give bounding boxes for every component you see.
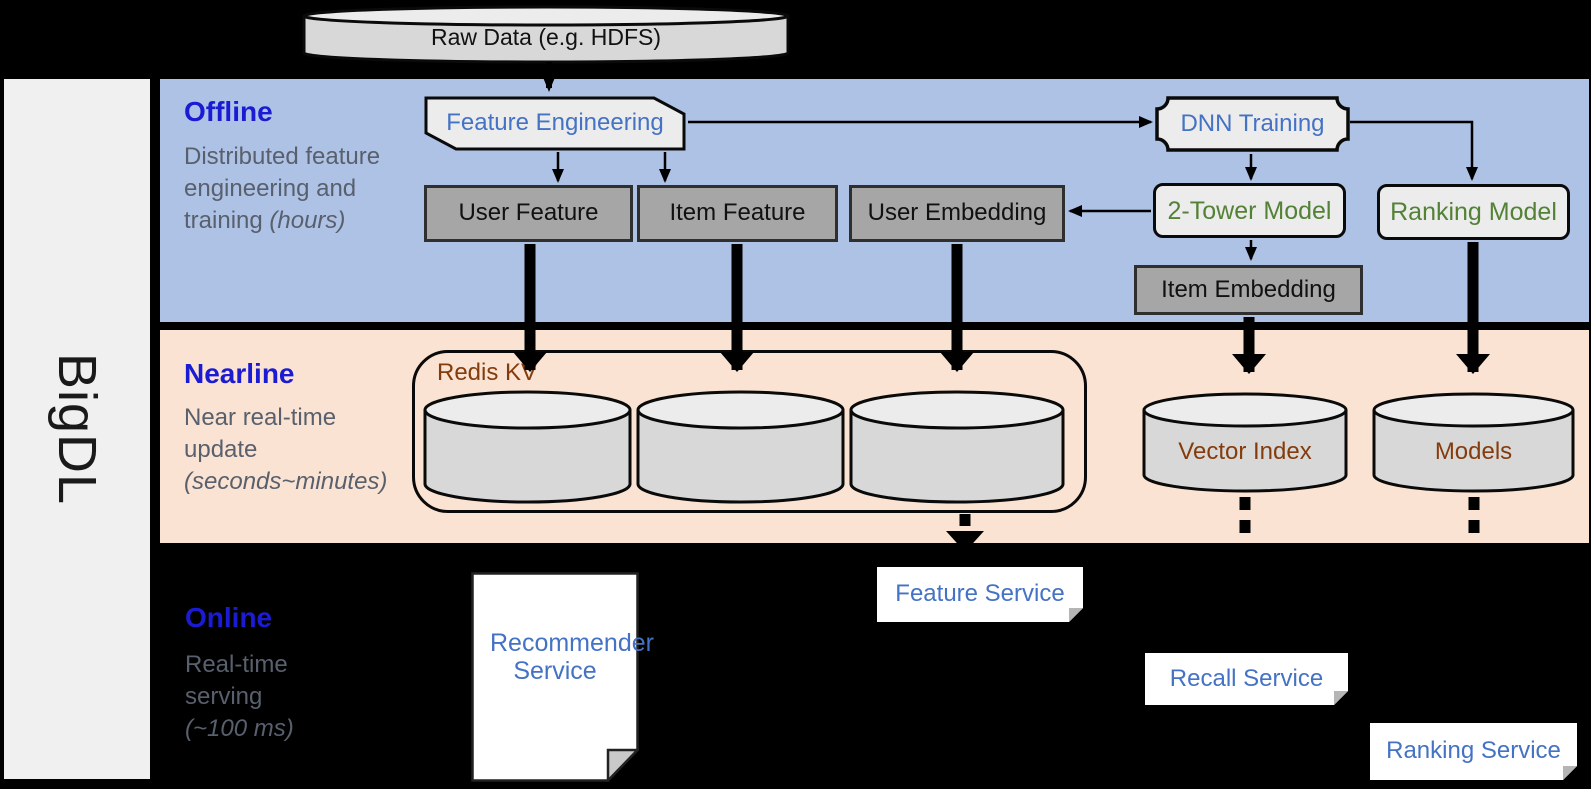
- item-embedding-node: Item Embedding: [1134, 265, 1363, 315]
- bigdl-label: BigDL: [47, 352, 108, 506]
- models-store: Models: [1372, 392, 1575, 495]
- user-embedding-label: User Embedding: [867, 199, 1047, 227]
- ranking-service-node: Ranking Service: [1370, 723, 1577, 780]
- bigdl-sidebar: BigDL: [4, 79, 150, 779]
- cylinder-shape: [1372, 392, 1575, 493]
- document-shape: [471, 572, 639, 782]
- feature-engineering-label: Feature Engineering: [446, 109, 664, 137]
- user-feature-label: User Feature: [458, 199, 599, 227]
- offline-desc-text: Distributed feature engineering and trai…: [184, 143, 381, 234]
- dnn-training-node: DNN Training: [1155, 96, 1350, 152]
- note-shape: [1370, 723, 1577, 780]
- offline-description: Distributed feature engineering and trai…: [184, 141, 384, 237]
- models-label: Models: [1434, 438, 1513, 466]
- raw-data-store: Raw Data (e.g. HDFS): [302, 5, 790, 64]
- item-feature-node: Item Feature: [637, 185, 838, 242]
- plaque-shape: [1155, 96, 1350, 152]
- cylinder-shape: [1142, 392, 1348, 493]
- ranking-model-label: Ranking Model: [1390, 198, 1557, 226]
- feature-service-label: Feature Service: [895, 580, 1065, 608]
- cylinder-shape: [423, 390, 632, 504]
- snip-corner-shape: [424, 96, 686, 151]
- online-desc-italic: (~100 ms): [185, 714, 294, 742]
- nearline-title: Nearline: [184, 358, 295, 389]
- redis-kv-label: Redis KV: [437, 359, 538, 386]
- note-shape: [877, 567, 1083, 622]
- cylinder-shape: [849, 390, 1065, 504]
- cylinder-shape: [302, 5, 790, 64]
- cylinder-shape: [636, 390, 845, 504]
- note-shape: [1145, 653, 1348, 705]
- raw-data-label: Raw Data (e.g. HDFS): [430, 23, 662, 50]
- online-title: Online: [185, 602, 273, 633]
- nearline-desc-italic: (seconds~minutes): [184, 467, 388, 495]
- item-embedding-label: Item Embedding: [1161, 275, 1336, 303]
- online-description: Real-time serving (~100 ms): [185, 649, 310, 745]
- user-feature-node: User Feature: [424, 185, 633, 242]
- item-feature-label: Item Feature: [669, 199, 806, 227]
- dnn-training-label: DNN Training: [1180, 109, 1325, 137]
- redis-cylinder-3: [849, 390, 1065, 505]
- user-embedding-node: User Embedding: [849, 185, 1065, 242]
- nearline-desc-text: Near real-time update: [184, 404, 337, 463]
- offline-desc-italic: (hours): [269, 206, 346, 234]
- online-desc-text: Real-time serving: [185, 651, 288, 710]
- ranking-service-label: Ranking Service: [1386, 737, 1561, 765]
- two-tower-model-label: 2-Tower Model: [1167, 196, 1332, 225]
- nearline-description: Near real-time update (seconds~minutes): [184, 402, 387, 498]
- ranking-model-node: Ranking Model: [1377, 184, 1570, 240]
- recommender-service-label: Recommender Service: [490, 629, 654, 685]
- redis-cylinder-2: [636, 390, 845, 505]
- recommender-service-node: Recommender Service: [471, 572, 654, 782]
- vector-index-store: Vector Index: [1142, 392, 1348, 495]
- feature-service-node: Feature Service: [877, 567, 1083, 622]
- recall-service-label: Recall Service: [1169, 664, 1324, 692]
- two-tower-model-node: 2-Tower Model: [1153, 183, 1346, 238]
- offline-title: Offline: [184, 96, 273, 127]
- feature-engineering-node: Feature Engineering: [424, 96, 686, 151]
- recall-service-node: Recall Service: [1145, 653, 1348, 705]
- vector-index-label: Vector Index: [1178, 438, 1312, 466]
- redis-cylinder-1: [423, 390, 632, 505]
